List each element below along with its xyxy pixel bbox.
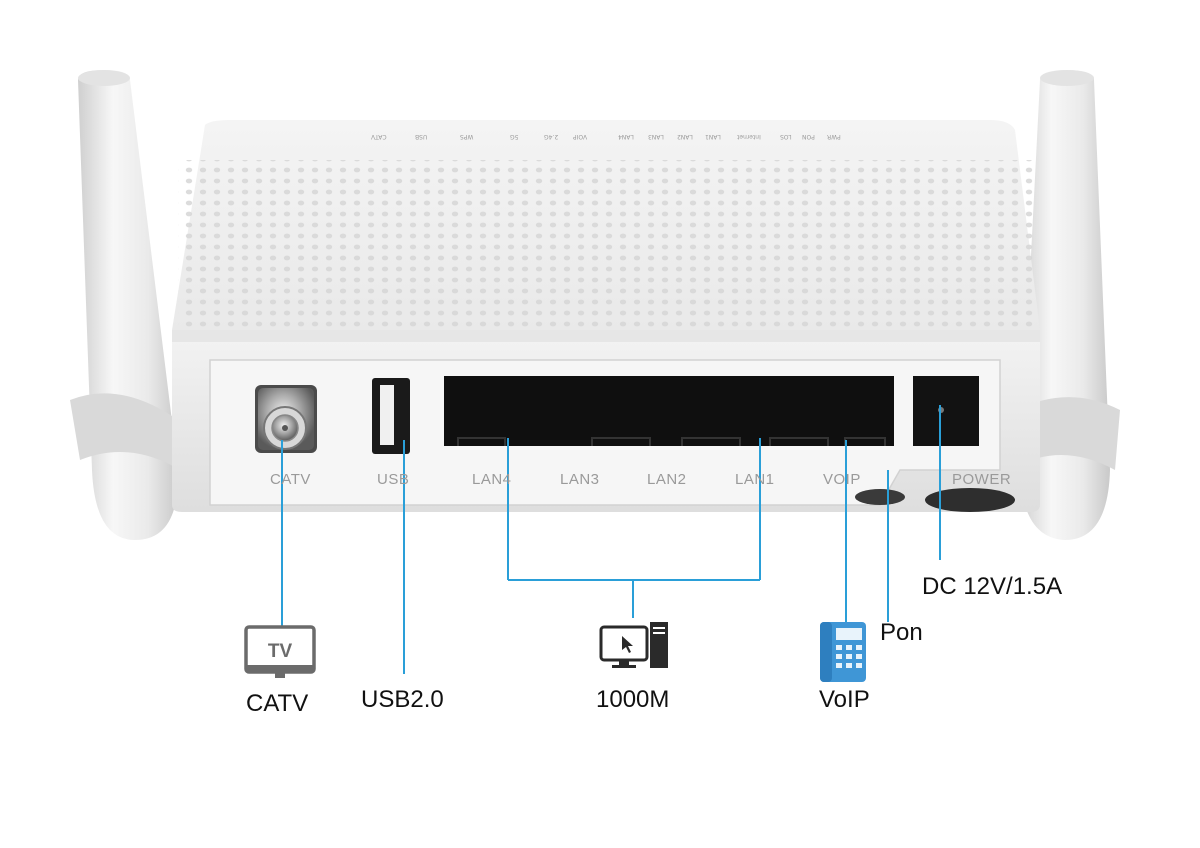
catv-connector (255, 385, 317, 453)
led-label-pon: PON (802, 133, 815, 140)
left-antenna (70, 70, 180, 540)
computer-icon (599, 622, 668, 668)
led-label-wps: WPS (460, 133, 474, 140)
port-label-lan2: LAN2 (647, 471, 687, 488)
led-label-usb: USB (415, 133, 428, 140)
tv-icon-text: TV (268, 641, 293, 662)
port-label-lan3: LAN3 (560, 471, 600, 488)
callout-pon: Pon (880, 619, 923, 646)
desk-phone-icon (820, 622, 866, 682)
led-label-2-4g: 2.4G (544, 133, 559, 140)
port-label-power: POWER (952, 471, 1012, 488)
power-jack (913, 376, 979, 446)
lan-port-block (444, 376, 894, 446)
port-label-lan4: LAN4 (472, 471, 512, 488)
led-label-lan3: LAN3 (648, 133, 664, 140)
port-label-usb: USB (377, 471, 410, 488)
callout-power: DC 12V/1.5A (922, 573, 1063, 600)
led-label-pwr: PWR (827, 133, 841, 140)
tv-icon: TV (244, 625, 316, 678)
led-label-lan1: LAN1 (705, 133, 721, 140)
rear-foot-mid (855, 489, 905, 505)
callout-voip: VoIP (819, 686, 870, 713)
led-label-lan4: LAN4 (618, 133, 634, 140)
usb-port (372, 378, 410, 454)
rear-foot-right (925, 488, 1015, 512)
port-label-lan1: LAN1 (735, 471, 775, 488)
port-label-catv: CATV (270, 471, 311, 488)
led-label-lan2: LAN2 (677, 133, 693, 140)
led-label-los: LOS (780, 133, 792, 140)
callout-catv: CATV (246, 690, 309, 717)
callout-lan-speed: 1000M (596, 686, 670, 713)
led-label-voip: VOIP (573, 133, 588, 140)
leader-lines (281, 405, 941, 674)
led-label-catv: CATV (371, 133, 387, 140)
router-body (172, 120, 1040, 512)
callout-usb: USB2.0 (361, 686, 444, 713)
led-label-internet: Internet (737, 133, 761, 140)
port-label-voip: VOIP (823, 471, 861, 488)
led-label-5g: 5G (510, 133, 519, 140)
